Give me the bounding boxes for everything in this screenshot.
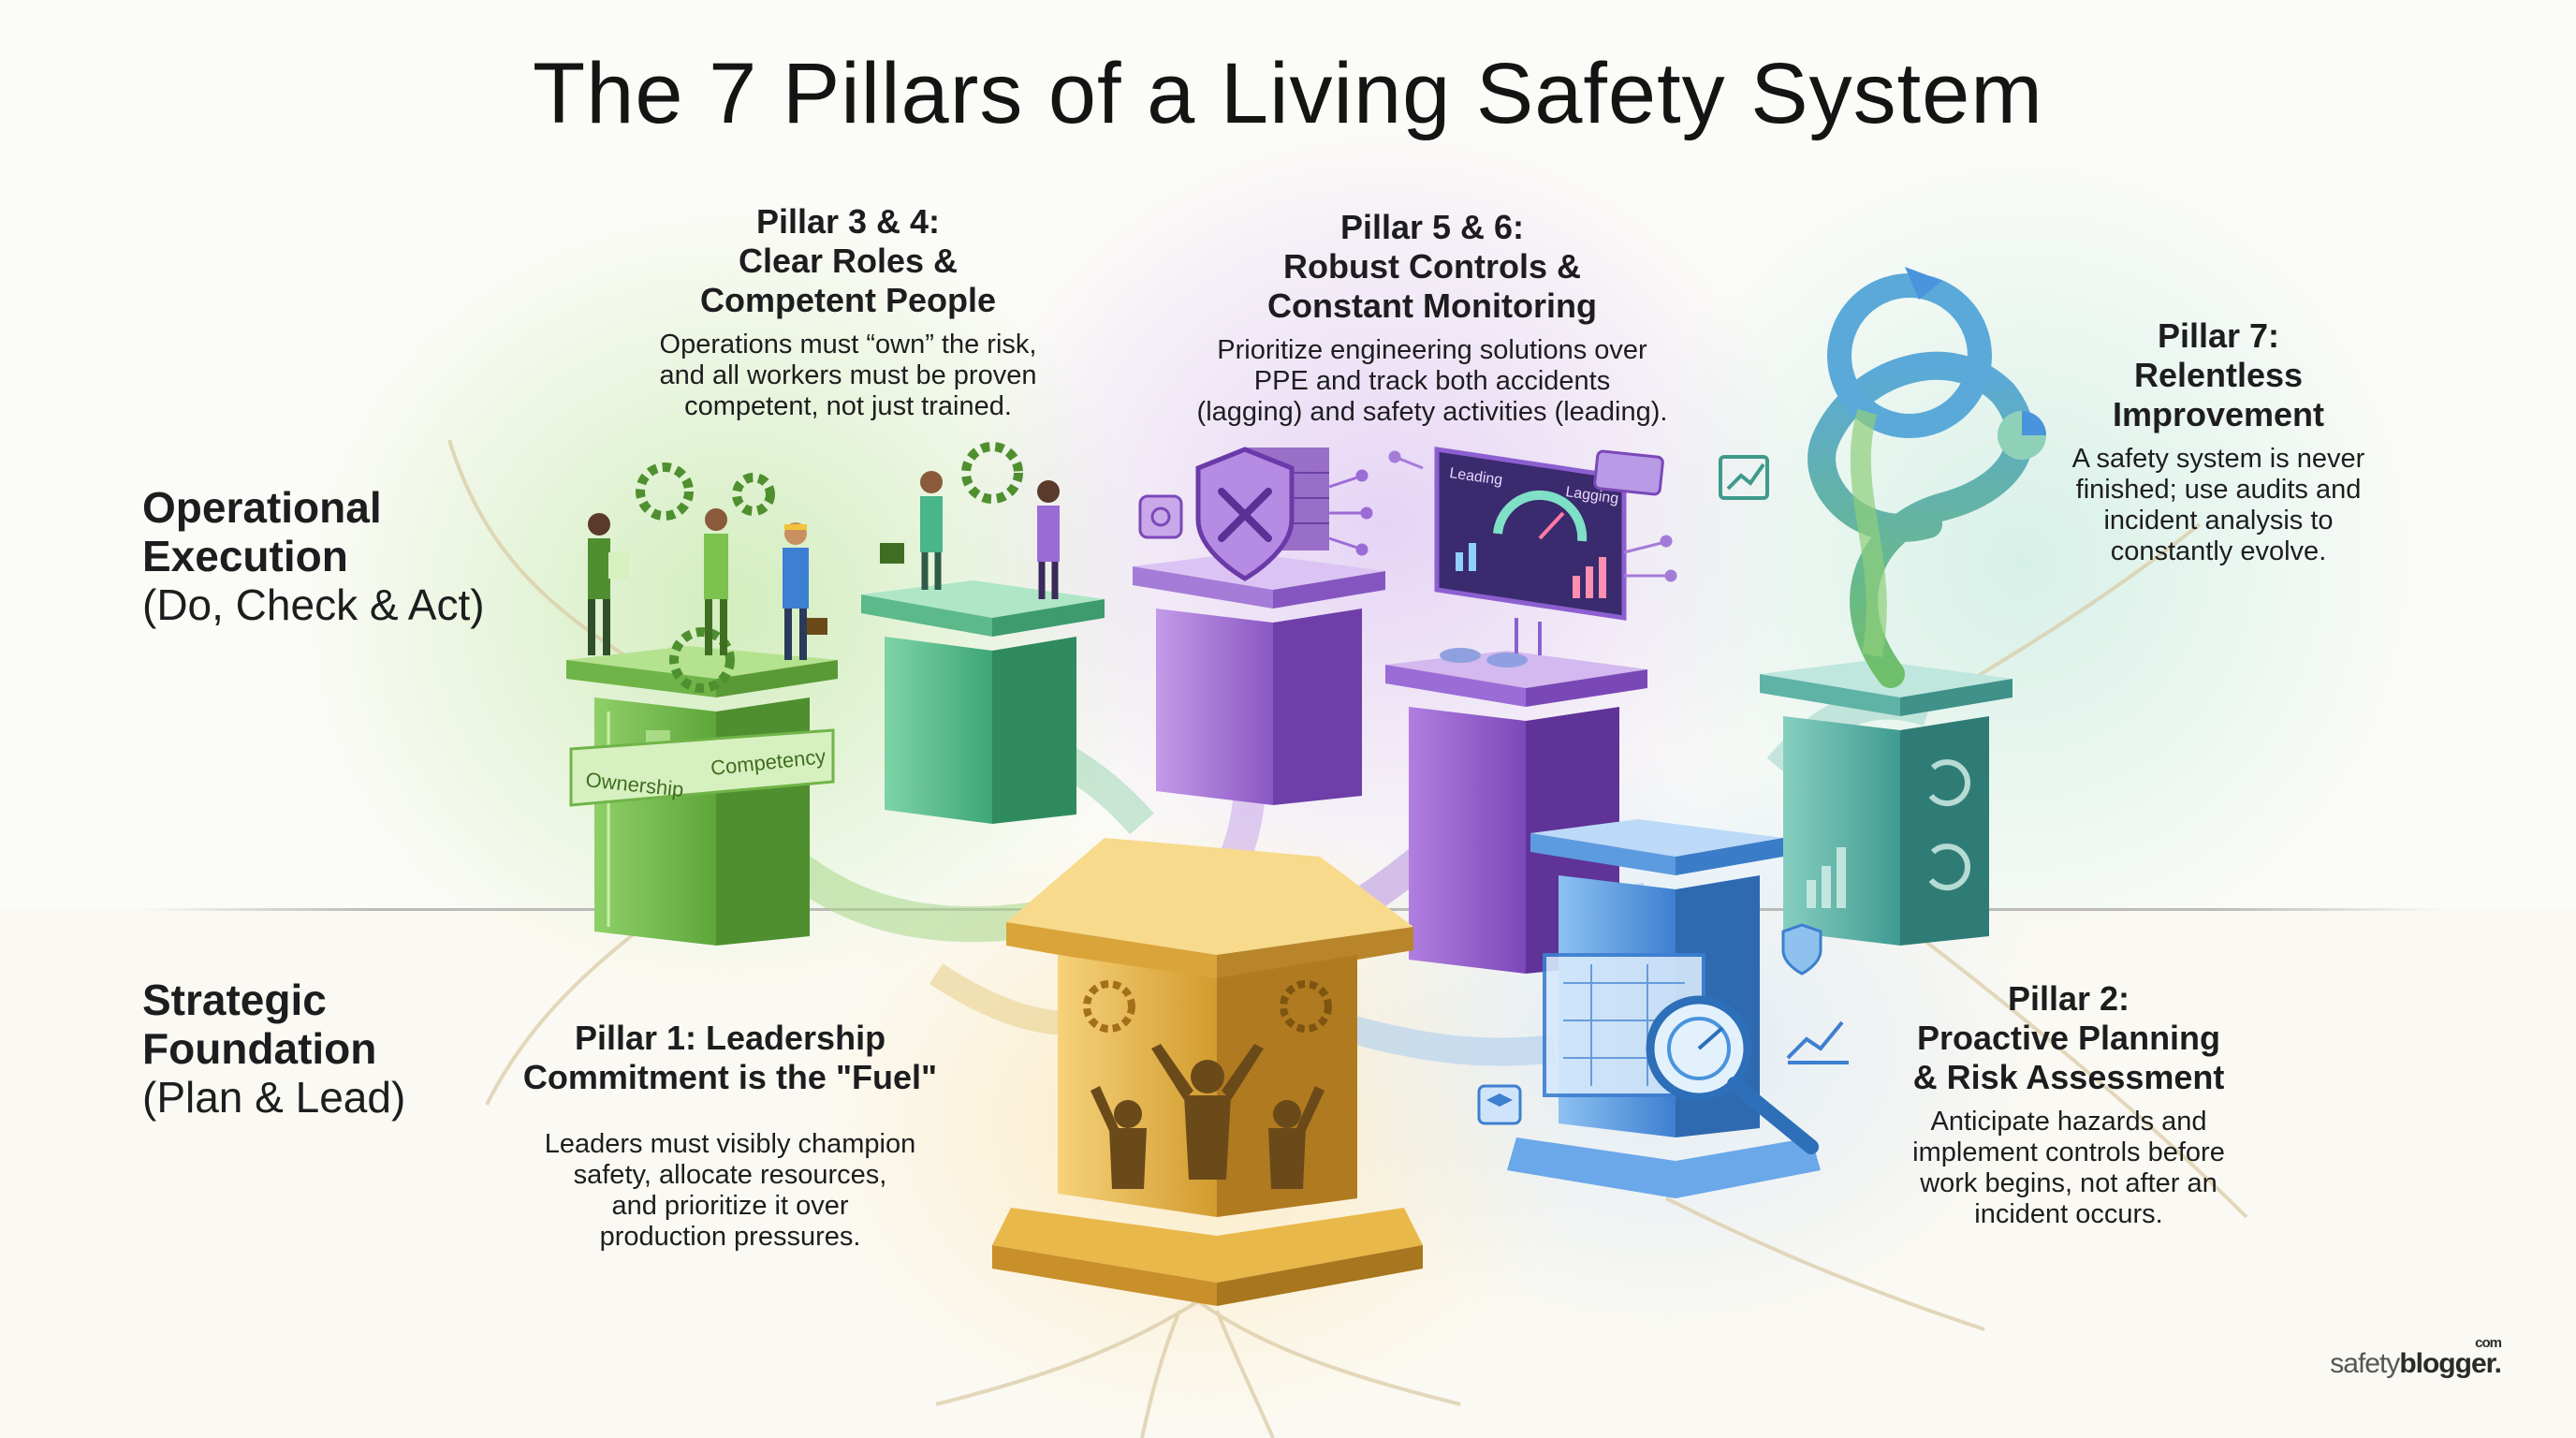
- p2-body-line-3: work begins, not after an: [1920, 1168, 2217, 1198]
- p7-body-line-4: constantly evolve.: [2110, 536, 2327, 566]
- band-label-operational: Operational Execution (Do, Check & Act): [142, 483, 485, 629]
- p1-body-line-4: production pressures.: [599, 1222, 861, 1252]
- callout-pillar-2-body: Anticipate hazards and implement control…: [1863, 1107, 2275, 1230]
- band-strategic-line2: Foundation: [142, 1024, 377, 1073]
- callout-pillar-1-heading: Pillar 1: Leadership Commitment is the "…: [487, 1019, 973, 1097]
- pillar-1-gold: [992, 838, 1423, 1306]
- p34-heading-line-2: Clear Roles &: [738, 242, 959, 280]
- pillar-7-cyan: [1760, 660, 2012, 946]
- band-operational-line2: Execution: [142, 532, 348, 580]
- callout-pillar-5-6: Pillar 5 & 6: Robust Controls & Constant…: [1151, 208, 1713, 428]
- improvement-swirl: [1808, 267, 2034, 688]
- p7-heading-line-1: Pillar 7:: [2157, 316, 2280, 355]
- circuit-lines: [1328, 469, 1373, 556]
- p2-body-line-1: Anticipate hazards and: [1930, 1107, 2207, 1137]
- p2-body-line-4: incident occurs.: [1974, 1199, 2163, 1229]
- p34-heading-line-3: Competent People: [699, 281, 997, 319]
- p1-body-line-2: safety, allocate resources,: [573, 1160, 887, 1190]
- p2-body-line-2: implement controls before: [1912, 1137, 2225, 1167]
- p1-body-line-3: and prioritize it over: [611, 1191, 849, 1221]
- p7-body-line-1: A safety system is never: [2071, 444, 2365, 474]
- band-operational-sub: (Do, Check & Act): [142, 580, 485, 629]
- callout-pillar-3-4: Pillar 3 & 4: Clear Roles & Competent Pe…: [595, 202, 1101, 422]
- callout-pillar-2: Pillar 2: Proactive Planning & Risk Asse…: [1863, 979, 2275, 1230]
- ownership-competency-banner: Ownership Competency: [569, 728, 835, 807]
- p1-body-line-1: Leaders must visibly champion: [544, 1129, 916, 1159]
- p2-heading-line-2: Proactive Planning: [1916, 1019, 2221, 1057]
- callout-pillar-7-body: A safety system is never finished; use a…: [2041, 444, 2396, 567]
- callout-pillar-3-4-heading: Pillar 3 & 4: Clear Roles & Competent Pe…: [595, 202, 1101, 320]
- band-operational-line1: Operational: [142, 483, 382, 532]
- p7-body-line-2: finished; use audits and: [2075, 475, 2362, 505]
- p56-body-line-3: (lagging) and safety activities (leading…: [1196, 397, 1668, 427]
- p34-body-line-1: Operations must “own” the risk,: [659, 330, 1037, 360]
- callout-pillar-1-body: Leaders must visibly champion safety, al…: [487, 1129, 973, 1253]
- callout-pillar-7: Pillar 7: Relentless Improvement A safet…: [2041, 316, 2396, 567]
- page-title: The 7 Pillars of a Living Safety System: [533, 46, 2043, 141]
- pillar-4-teal: [861, 580, 1105, 824]
- p34-body-line-2: and all workers must be proven: [659, 360, 1037, 390]
- monitoring-dashboard: Leading Lagging: [1434, 447, 1664, 668]
- p56-body-line-2: PPE and track both accidents: [1253, 366, 1611, 396]
- callout-pillar-1: Pillar 1: Leadership Commitment is the "…: [487, 1019, 973, 1253]
- band-strategic-line1: Strategic: [142, 976, 327, 1024]
- p1-heading-line-1: Pillar 1: Leadership: [574, 1019, 886, 1057]
- brand-main: safety: [2330, 1348, 2400, 1379]
- p56-heading-line-3: Constant Monitoring: [1267, 286, 1597, 325]
- chart-icon-left: [1719, 455, 1769, 500]
- pillar-2-blue: [1507, 819, 1821, 1198]
- p56-heading-line-2: Robust Controls &: [1283, 247, 1581, 286]
- callout-pillar-5-6-body: Prioritize engineering solutions over PP…: [1151, 335, 1713, 428]
- workers-group-right: [880, 471, 1060, 599]
- p1-heading-line-2: Commitment is the "Fuel": [522, 1058, 938, 1096]
- graduation-cap-icon: [1477, 1084, 1522, 1125]
- workers-group-left: [588, 508, 827, 660]
- shield-wrench-icon: [1195, 447, 1329, 581]
- callout-pillar-7-heading: Pillar 7: Relentless Improvement: [2041, 316, 2396, 434]
- pie-chart-icon: [1998, 411, 2046, 460]
- dashboard-circuit-lines: [1388, 450, 1677, 582]
- brand-bold: blogger.: [2399, 1348, 2502, 1379]
- shield-check-icon: [1781, 923, 1822, 976]
- p2-heading-line-3: & Risk Assessment: [1912, 1058, 2225, 1096]
- band-label-strategic: Strategic Foundation (Plan & Lead): [142, 976, 405, 1122]
- p7-heading-line-3: Improvement: [2112, 395, 2325, 433]
- p56-body-line-1: Prioritize engineering solutions over: [1217, 335, 1647, 365]
- callout-pillar-3-4-body: Operations must “own” the risk, and all …: [595, 330, 1101, 422]
- gear-icons: [636, 442, 1023, 693]
- callout-pillar-5-6-heading: Pillar 5 & 6: Robust Controls & Constant…: [1151, 208, 1713, 326]
- p34-body-line-3: competent, not just trained.: [684, 391, 1012, 421]
- brand-suffix: com: [2475, 1335, 2502, 1351]
- pillar-5-purple: [1133, 552, 1385, 805]
- p34-heading-line-1: Pillar 3 & 4:: [755, 202, 941, 241]
- settings-badge-icon: [1138, 494, 1183, 539]
- growth-chart-icon: [1786, 1020, 1849, 1064]
- p56-heading-line-1: Pillar 5 & 6:: [1339, 208, 1525, 246]
- brand-logo: safetyblogger. com: [2330, 1335, 2502, 1380]
- p7-body-line-3: incident analysis to: [2103, 506, 2334, 536]
- p2-heading-line-1: Pillar 2:: [2007, 979, 2130, 1018]
- callout-pillar-2-heading: Pillar 2: Proactive Planning & Risk Asse…: [1863, 979, 2275, 1097]
- band-strategic-sub: (Plan & Lead): [142, 1073, 406, 1122]
- p7-heading-line-2: Relentless: [2133, 356, 2304, 394]
